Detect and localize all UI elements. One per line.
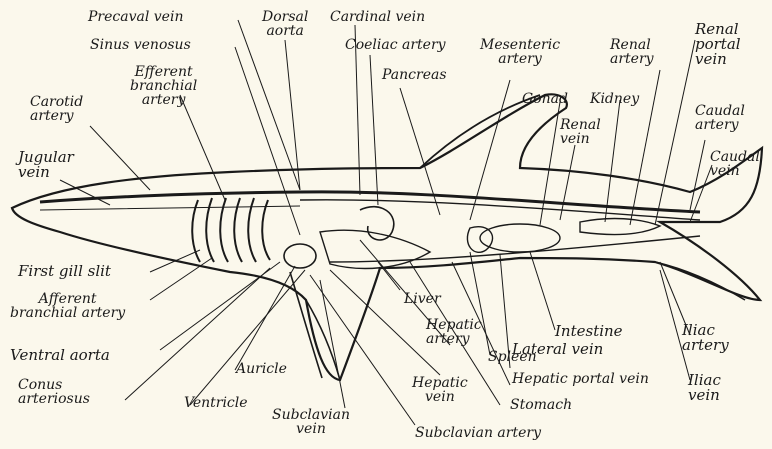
label-dorsal-aorta: Dorsal aorta [262, 10, 308, 38]
label-iliac-vein: Iliac vein [688, 373, 721, 403]
label-caudal-artery: Caudal artery [695, 104, 745, 132]
label-hepatic-vein: Hepatic vein [412, 376, 468, 404]
label-subclavian-artery: Subclavian artery [415, 426, 541, 440]
label-renal-portal-vein: Renal portal vein [695, 22, 741, 67]
label-efferent-branchial-artery: Efferent branchial artery [130, 65, 197, 107]
label-conus-arteriosus: Conus arteriosus [18, 378, 90, 406]
label-jugular-vein: Jugular vein [18, 150, 74, 180]
label-cardinal-vein: Cardinal vein [330, 10, 425, 24]
label-renal-vein: Renal vein [560, 118, 601, 146]
label-pancreas: Pancreas [382, 68, 447, 82]
label-coeliac-artery: Coeliac artery [345, 38, 446, 52]
label-liver: Liver [404, 292, 441, 306]
label-subclavian-vein: Subclavian vein [272, 408, 350, 436]
label-ventricle: Ventricle [184, 396, 248, 410]
label-carotid-artery: Carotid artery [30, 95, 83, 123]
label-gonad: Gonad [522, 92, 568, 106]
label-hepatic-portal-vein: Hepatic portal vein [512, 372, 649, 386]
label-kidney: Kidney [590, 92, 639, 106]
label-first-gill-slit: First gill slit [18, 264, 111, 279]
label-lateral-vein: Lateral vein [512, 342, 603, 357]
label-stomach: Stomach [510, 398, 572, 412]
label-renal-artery: Renal artery [610, 38, 654, 66]
label-mesenteric-artery: Mesenteric artery [480, 38, 560, 66]
label-afferent-branchial-artery: Afferent branchial artery [10, 292, 125, 320]
label-caudal-vein: Caudal vein [710, 150, 760, 178]
label-precaval-vein: Precaval vein [88, 10, 183, 24]
label-auricle: Auricle [236, 362, 287, 376]
label-iliac-artery: Iliac artery [682, 323, 729, 353]
label-ventral-aorta: Ventral aorta [10, 348, 110, 363]
label-intestine: Intestine [555, 324, 623, 339]
label-sinus-venosus: Sinus venosus [90, 38, 191, 52]
label-hepatic-artery: Hepatic artery [426, 318, 482, 346]
